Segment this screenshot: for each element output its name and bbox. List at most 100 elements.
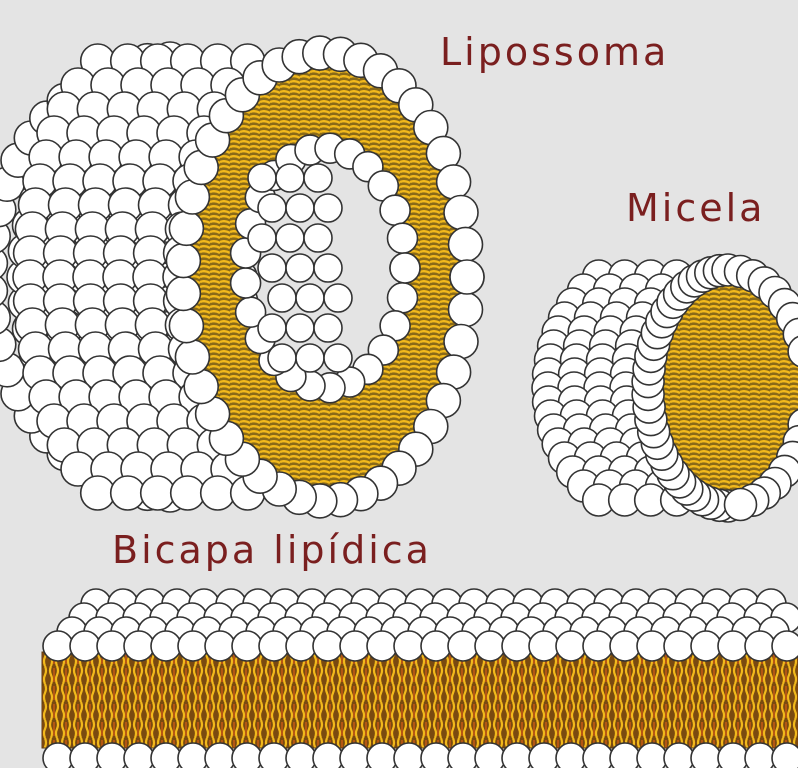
lipid-head [390, 253, 420, 283]
bilayer-label: Bicapa lipídica [112, 528, 432, 572]
lipid-head [583, 743, 613, 768]
lipid-head [97, 631, 127, 661]
lipid-head [0, 274, 7, 308]
lipid-head [248, 224, 276, 252]
bilayer-tail-layer [42, 652, 798, 748]
lipid-head [276, 224, 304, 252]
lipid-head [718, 743, 748, 768]
lipid-head [367, 631, 397, 661]
lipid-head [691, 631, 721, 661]
lipid-head [232, 631, 262, 661]
lipid-head [691, 743, 721, 768]
lipid-head [43, 743, 73, 768]
lipid-head [81, 476, 115, 510]
lipid-head [151, 743, 181, 768]
lipid-head [664, 743, 694, 768]
lipid-head [166, 244, 200, 278]
lipid-head [259, 743, 289, 768]
lipid-head [664, 631, 694, 661]
lipid-head [175, 340, 209, 374]
lipid-head [175, 180, 209, 214]
lipid-head [772, 631, 798, 661]
lipid-head [97, 743, 127, 768]
lipid-head [231, 268, 261, 298]
lipid-head [475, 631, 505, 661]
lipid-head [124, 631, 154, 661]
lipid-head [43, 631, 73, 661]
lipid-head [268, 284, 296, 312]
lipid-head [725, 489, 757, 521]
lipid-head [313, 631, 343, 661]
lipid-head [314, 314, 342, 342]
lipid-head [171, 476, 205, 510]
lipid-head [124, 743, 154, 768]
lipid-head [141, 476, 175, 510]
lipid-head [70, 631, 100, 661]
lipid-head [421, 631, 451, 661]
lipid-head [421, 743, 451, 768]
lipid-head [324, 344, 352, 372]
lipid-head [259, 631, 289, 661]
micelle-label: Micela [626, 186, 765, 230]
lipid-head [304, 224, 332, 252]
lipid-head [448, 743, 478, 768]
lipid-head [258, 254, 286, 282]
lipid-head [529, 631, 559, 661]
liposome-inner-heads [231, 133, 420, 403]
lipid-head [184, 370, 218, 404]
lipid-head [268, 344, 296, 372]
lipid-head [286, 314, 314, 342]
lipid-head [502, 631, 532, 661]
lipid-head [583, 631, 613, 661]
lipid-head [556, 631, 586, 661]
lipid-head [276, 164, 304, 192]
lipid-head [610, 743, 640, 768]
lipid-head [166, 276, 200, 310]
lipid-head [449, 227, 483, 261]
lipid-head [556, 743, 586, 768]
lipid-head [745, 743, 775, 768]
liposome-label: Lipossoma [440, 30, 669, 74]
lipid-head [448, 631, 478, 661]
lipid-head [637, 631, 667, 661]
lipid-head [475, 743, 505, 768]
lipid-head [296, 284, 324, 312]
lipid-head [178, 631, 208, 661]
lipid-head [258, 314, 286, 342]
lipid-head [394, 631, 424, 661]
lipid-head [169, 309, 203, 343]
liposome [0, 36, 484, 518]
lipid-head [201, 476, 235, 510]
lipid-head [437, 165, 471, 199]
lipid-bilayer [42, 589, 798, 768]
micelle [532, 254, 798, 522]
lipid-head [444, 196, 478, 230]
lipid-head [340, 631, 370, 661]
lipid-head [745, 631, 775, 661]
lipid-head [232, 743, 262, 768]
lipid-head [286, 631, 316, 661]
lipid-head [394, 743, 424, 768]
lipid-head [314, 254, 342, 282]
lipid-head [367, 743, 397, 768]
lipid-head [444, 325, 478, 359]
lipid-head [286, 743, 316, 768]
lipid-head [324, 284, 352, 312]
lipid-head [718, 631, 748, 661]
lipid-head [286, 254, 314, 282]
lipid-head [449, 293, 483, 327]
lipid-head [610, 631, 640, 661]
lipid-head [388, 223, 418, 253]
lipid-head [258, 194, 286, 222]
lipid-head [380, 195, 410, 225]
lipid-head [205, 631, 235, 661]
lipid-head [151, 631, 181, 661]
lipid-head [450, 260, 484, 294]
bilayer-front-heads-top [43, 631, 798, 661]
lipid-head [637, 743, 667, 768]
lipid-head [169, 211, 203, 245]
lipid-head [70, 743, 100, 768]
lipid-head [178, 743, 208, 768]
lipid-head [502, 743, 532, 768]
